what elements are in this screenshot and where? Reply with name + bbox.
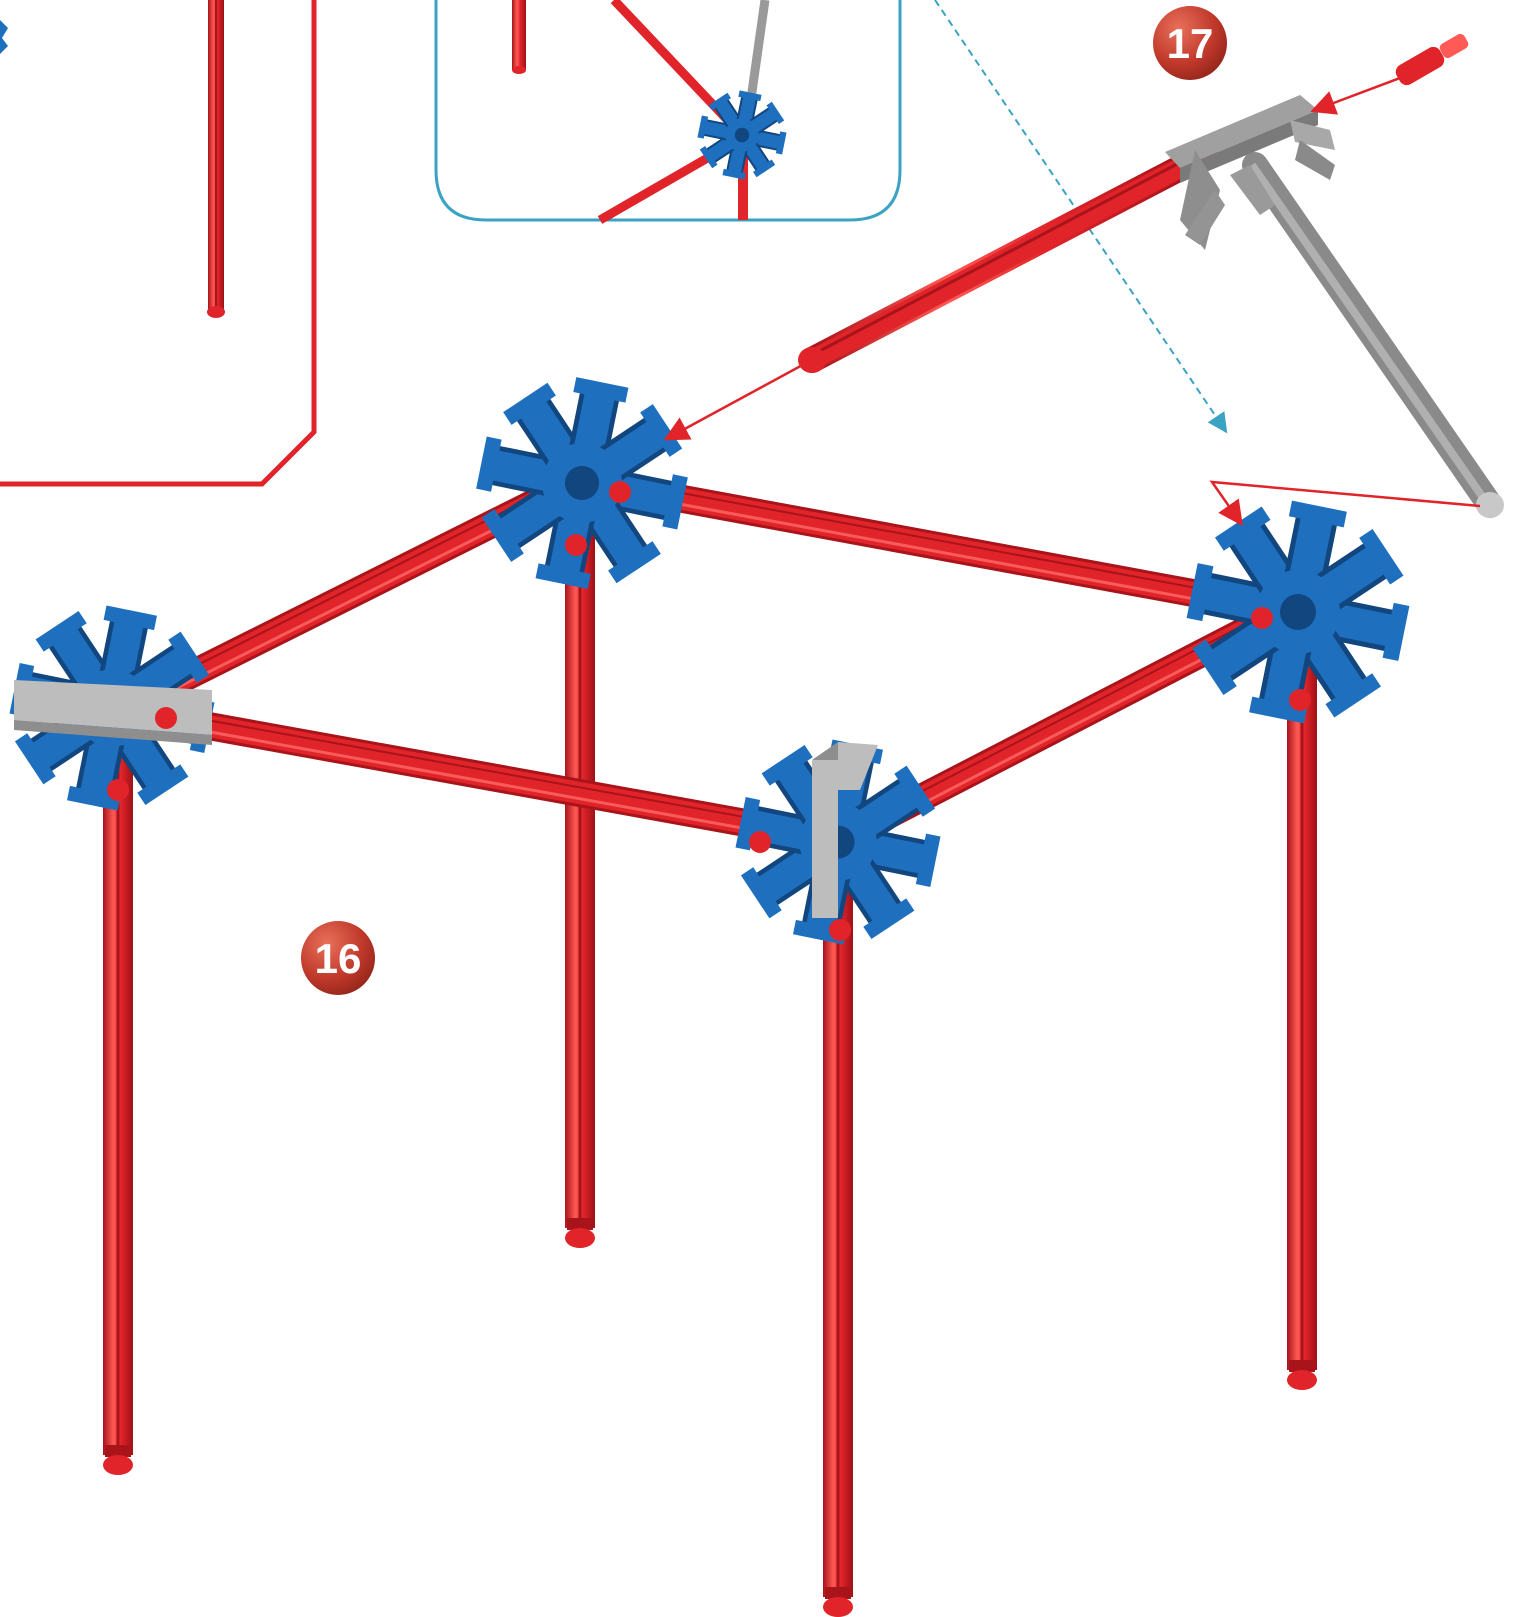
rod-end xyxy=(565,534,587,556)
rod-end xyxy=(107,779,129,801)
rod-end xyxy=(609,481,631,503)
red-rod-icon xyxy=(798,152,1205,373)
blue-connector-icon xyxy=(1194,508,1401,715)
arrow-end-piece-to-connector xyxy=(1315,78,1400,110)
rod-end xyxy=(155,707,177,729)
frame-rod-front-left xyxy=(119,704,841,845)
previous-step-callout xyxy=(0,0,314,484)
arrow-rod-to-connector xyxy=(668,362,808,438)
blue-connector-icon xyxy=(0,20,8,54)
step-number: 17 xyxy=(1167,20,1214,67)
leg-rod xyxy=(103,720,133,1475)
red-rod-icon xyxy=(512,0,526,74)
leg-rod xyxy=(823,830,853,1617)
step-badge-16: 16 xyxy=(301,921,375,995)
rod-end xyxy=(829,919,851,941)
rod-end xyxy=(1289,689,1311,711)
frame-rod-back-right xyxy=(579,474,1286,615)
step-17-parts xyxy=(798,32,1504,518)
blue-connector-icon xyxy=(701,94,784,177)
leg-rod xyxy=(565,500,595,1248)
blue-connector-icon xyxy=(701,94,784,177)
red-end-piece-icon xyxy=(1393,32,1470,88)
gray-rod-icon xyxy=(1252,165,1504,518)
rod-end xyxy=(749,831,771,853)
legs xyxy=(103,500,1317,1617)
step-number: 16 xyxy=(315,935,362,982)
rod-end xyxy=(1251,607,1273,629)
detail-inset xyxy=(436,0,900,220)
frame-rods xyxy=(117,474,1287,845)
red-rod-icon xyxy=(207,0,225,318)
leg-rod xyxy=(1287,620,1317,1390)
step-badge-17: 17 xyxy=(1153,6,1227,80)
